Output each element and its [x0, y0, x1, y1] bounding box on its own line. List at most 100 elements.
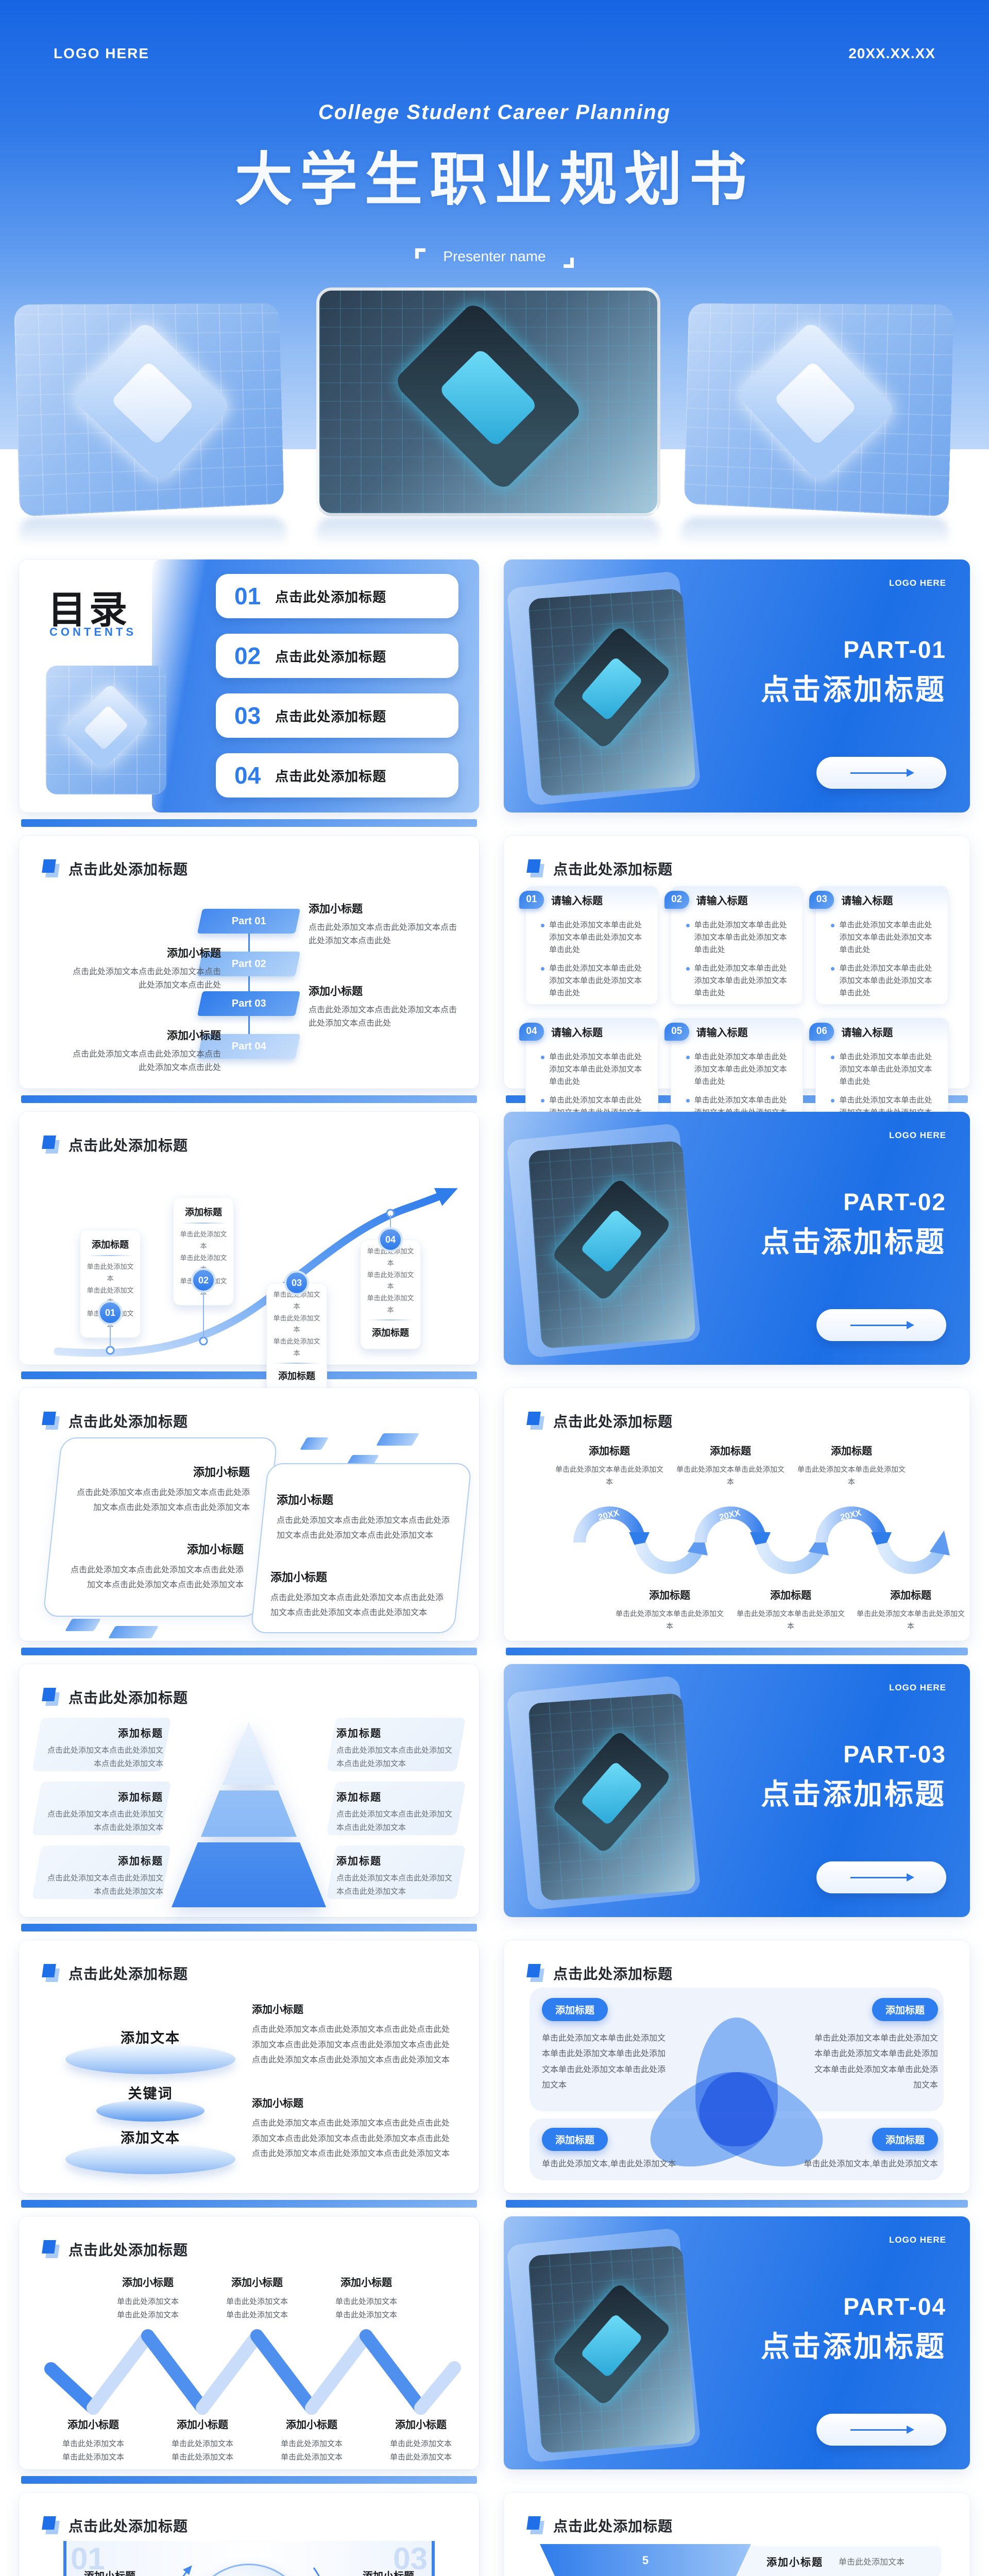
item-number: 04 — [234, 761, 261, 789]
slide-title: 点击此处添加标题 — [69, 1411, 188, 1431]
petals-slide[interactable]: 点击此处添加标题 添加标题 添加标题 添加标题 添加标题 单击此处添加文本单击此… — [504, 1940, 970, 2193]
bullet-text: 单击此处添加文本单击此处添加文本单击此处添加文本单击此处 — [541, 919, 649, 956]
logo-text: LOGO HERE — [889, 1683, 946, 1693]
flow-note-right-1: 添加小标题点击此处添加文本点击此处添加文本点击此处添加文本点击此处 — [309, 901, 463, 948]
image-reflection — [19, 517, 287, 551]
info-cell-3[interactable]: 03请输入标题 单击此处添加文本单击此处添加文本单击此处添加文本单击此处 单击此… — [815, 886, 948, 1005]
item-label: 点击此处添加标题 — [275, 587, 386, 606]
bullet-text: 单击此处添加文本单击此处添加文本单击此处添加文本单击此处 — [831, 1051, 939, 1088]
slide-title: 点击此处添加标题 — [69, 1963, 188, 1984]
part-circuit-image — [528, 2245, 696, 2453]
pyramid-note-right-2: 添加标题点击此处添加文本点击此处添加文本点击此处添加文本 — [336, 1789, 456, 1834]
cell-title: 请输入标题 — [841, 892, 893, 907]
panel-block-2: 添加小标题点击此处添加文本点击此处添加文本点击此处添加文本点击此处添加文本点击此… — [69, 1540, 244, 1593]
next-button[interactable] — [816, 1861, 946, 1893]
contents-item-1[interactable]: 01 点击此处添加标题 — [216, 574, 458, 618]
subheading: 添加小标题 — [309, 901, 463, 916]
cell-badge: 01 — [519, 891, 544, 909]
bullet-text: 单击此处添加文本单击此处添加文本单击此处添加文本单击此处 — [831, 919, 939, 956]
contents-item-4[interactable]: 04 点击此处添加标题 — [216, 753, 458, 798]
title-marker-icon — [43, 2516, 59, 2535]
part-04-slide[interactable]: LOGO HERE PART-04 点击添加标题 — [504, 2216, 970, 2469]
slide-title: 点击此处添加标题 — [69, 2515, 188, 2536]
funnel-slide[interactable]: 点击此处添加标题 添加小标题单击此处添加文本 添加小标题单击此处添加文本 添加小… — [504, 2493, 970, 2576]
part-02-slide[interactable]: LOGO HERE PART-02 点击添加标题 — [504, 1112, 970, 1365]
title-marker-icon — [43, 1964, 59, 1982]
flow-note-left-1: 添加小标题点击此处添加文本点击此处添加文本点击此处添加文本点击此处 — [66, 945, 221, 993]
cover-slide[interactable]: LOGO HERE 20XX.XX.XX College Student Car… — [0, 0, 989, 560]
curve-slide[interactable]: 点击此处添加标题 添加标题 单击此处添加文本单击此处添加文本单击此处添加文本 添… — [19, 1112, 479, 1365]
title-marker-icon — [43, 859, 59, 878]
bullet-text: 单击此处添加文本单击此处添加文本单击此处添加文本单击此处 — [686, 962, 794, 999]
grid6-cells: 01请输入标题 单击此处添加文本单击此处添加文本单击此处添加文本单击此处 单击此… — [525, 886, 948, 1072]
part-number: PART-01 — [843, 636, 946, 664]
wave-slide[interactable]: 点击此处添加标题 添加标题单击此处添加文本单击此处添加文本 添加标题单击此处添加… — [504, 1388, 970, 1641]
milestone-number: 04 — [378, 1227, 403, 1252]
info-cell-1[interactable]: 01请输入标题 单击此处添加文本单击此处添加文本单击此处添加文本单击此处 单击此… — [525, 886, 658, 1005]
grid6-slide[interactable]: 点击此处添加标题 01请输入标题 单击此处添加文本单击此处添加文本单击此处添加文… — [504, 836, 970, 1089]
connector — [110, 1325, 111, 1348]
part-01-slide[interactable]: LOGO HERE PART-01 点击添加标题 — [504, 560, 970, 812]
flow-slide[interactable]: 点击此处添加标题 Part 01 Part 02 Part 03 Part 04… — [19, 836, 479, 1089]
panel-block-4: 添加小标题点击此处添加文本点击此处添加文本点击此处添加文本点击此处添加文本点击此… — [270, 1568, 446, 1621]
heading: 添加标题 — [364, 1326, 417, 1339]
body-text: 点击此处添加文本点击此处添加文本点击此处添加文本点击此处添加文本点击此处添加文本 — [277, 1514, 452, 1544]
heading: 添加标题 — [270, 1369, 323, 1382]
petal-body-br: 单击此处添加文本,单击此处添加文本 — [763, 2157, 938, 2172]
flow-note-left-2: 添加小标题点击此处添加文本点击此处添加文本点击此处添加文本点击此处 — [66, 1027, 221, 1075]
subheading: 添加小标题 — [277, 1491, 452, 1507]
next-button[interactable] — [816, 757, 946, 789]
logo-text: LOGO HERE — [889, 2235, 946, 2245]
contents-item-2[interactable]: 02 点击此处添加标题 — [216, 634, 458, 678]
flow-step-1: Part 01 — [197, 909, 300, 934]
svg-text:20XX: 20XX — [900, 1573, 924, 1588]
petal-body-tr: 单击此处添加文本单击此处添加文本单击此处添加文本单击此处添加文本单击此处添加文本… — [809, 2031, 938, 2094]
contents-item-3[interactable]: 03 点击此处添加标题 — [216, 693, 458, 738]
subheading: 添加小标题 — [75, 1463, 250, 1480]
petal-tag: 添加标题 — [542, 1998, 608, 2021]
pyramid-note-left-1: 添加标题点击此处添加文本点击此处添加文本点击此处添加文本 — [44, 1725, 163, 1770]
next-button[interactable] — [816, 1309, 946, 1341]
item-number: 03 — [234, 702, 261, 730]
cover-title: 大学生职业规划书 — [0, 133, 989, 216]
ellipse-platform-1 — [65, 2044, 235, 2074]
zigzag-slide[interactable]: 点击此处添加标题 添加小标题单击此处添加文本单击此处添加文本 添加小标题单击此处… — [19, 2216, 479, 2469]
arrow-right-icon — [850, 772, 912, 774]
ellipse-platform-2 — [96, 2100, 204, 2122]
part-circuit-image — [528, 1141, 696, 1349]
deco-parallelogram — [376, 1433, 419, 1446]
cell-badge: 04 — [519, 1023, 544, 1041]
cell-badge: 02 — [664, 891, 689, 909]
body-text: 点击此处添加文本点击此处添加文本点击此处添加文本点击此处 — [309, 921, 463, 948]
quad-slide[interactable]: 点击此处添加标题 01添加小标题点击此处添加文本点击此处添加文本点击此处添加文本… — [19, 2493, 479, 2576]
body-text: 点击此处添加文本点击此处添加文本点击此处添加文本点击此处 — [309, 1004, 463, 1031]
slide-grid: 目录 CONTENTS 01 点击此处添加标题 02 点击此处添加标题 03 点… — [19, 560, 970, 2576]
cover-subtitle-en: College Student Career Planning — [0, 101, 989, 124]
bullet-text: 单击此处添加文本单击此处添加文本单击此处添加文本单击此处 — [686, 919, 794, 956]
title-marker-icon — [527, 859, 544, 878]
pyramid-note-left-3: 添加标题点击此处添加文本点击此处添加文本点击此处添加文本 — [44, 1853, 163, 1898]
item-label: 点击此处添加标题 — [275, 766, 386, 785]
bullet-text: 单击此处添加文本单击此处添加文本单击此处添加文本单击此处 — [541, 962, 649, 999]
pyramid-slide[interactable]: 点击此处添加标题 添加标题点击此处添加文本点击此处添加文本点击此处添加文本 添加… — [19, 1664, 479, 1917]
pyramid-note-left-2: 添加标题点击此处添加文本点击此处添加文本点击此处添加文本 — [44, 1789, 163, 1834]
next-button[interactable] — [816, 2414, 946, 2446]
part-title: 点击添加标题 — [761, 2324, 946, 2365]
slide-title: 点击此处添加标题 — [69, 858, 188, 879]
info-cell-2[interactable]: 02请输入标题 单击此处添加文本单击此处添加文本单击此处添加文本单击此处 单击此… — [671, 886, 804, 1005]
date-text: 20XX.XX.XX — [848, 45, 935, 62]
part-circuit-image — [528, 588, 696, 796]
presenter-name: Presenter name — [443, 248, 545, 264]
keywords-slide[interactable]: 点击此处添加标题 添加文本 关键词 添加文本 添加小标题点击此处添加文本点击此处… — [19, 1940, 479, 2193]
deco-parallelogram — [65, 1619, 101, 1631]
part-03-slide[interactable]: LOGO HERE PART-03 点击添加标题 — [504, 1664, 970, 1917]
cell-title: 请输入标题 — [696, 892, 748, 907]
circuit-image-right — [684, 303, 954, 517]
part-circuit-image — [528, 1693, 696, 1901]
slide-title: 点击此处添加标题 — [553, 1963, 673, 1984]
contents-slide[interactable]: 目录 CONTENTS 01 点击此处添加标题 02 点击此处添加标题 03 点… — [19, 560, 479, 812]
panels-slide[interactable]: 点击此处添加标题 添加小标题点击此处添加文本点击此处添加文本点击此处添加文本点击… — [19, 1388, 479, 1641]
bullet-text: 单击此处添加文本单击此处添加文本单击此处添加文本单击此处 — [686, 1051, 794, 1088]
bullet-text: 单击此处添加文本单击此处添加文本单击此处添加文本单击此处 — [831, 962, 939, 999]
svg-text:20XX: 20XX — [779, 1573, 803, 1588]
